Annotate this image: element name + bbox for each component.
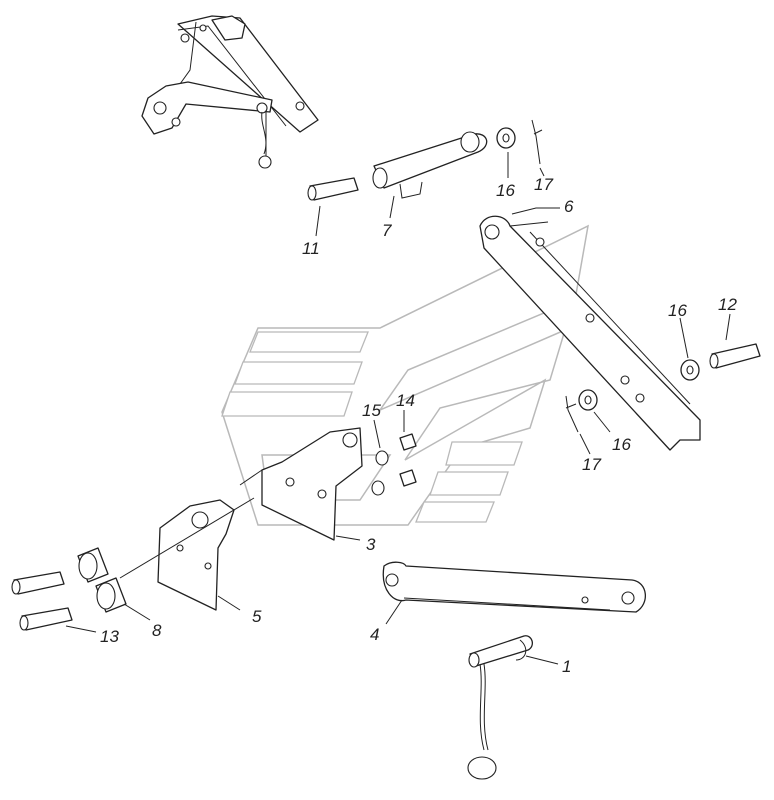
callout-13: 13 — [100, 627, 119, 646]
callout-16-top: 16 — [496, 181, 515, 200]
part-6-frame-bracket — [479, 215, 701, 451]
callout-16-mid: 16 — [612, 435, 631, 454]
callout-1: 1 — [562, 657, 571, 676]
part-4-link — [382, 561, 646, 613]
part-12-pin — [709, 343, 761, 369]
callout-12: 12 — [718, 295, 737, 314]
part-11-pin — [307, 177, 359, 201]
part-15-washers — [371, 450, 389, 496]
part-13-bolts — [11, 571, 73, 631]
callout-3: 3 — [366, 535, 376, 554]
callout-6: 6 — [564, 197, 574, 216]
leader-lines — [65, 152, 731, 665]
callout-17-top: 17 — [534, 175, 553, 194]
callout-labels: 1 3 4 5 6 7 8 11 12 13 14 15 16 16 16 17… — [100, 175, 737, 676]
part-17-cotter-pins — [531, 119, 579, 433]
callout-4: 4 — [370, 625, 379, 644]
assembly-overview — [141, 15, 319, 169]
callout-15: 15 — [362, 401, 381, 420]
callout-8: 8 — [152, 621, 162, 640]
part-7-hinge-block — [372, 131, 488, 199]
part-14-nuts — [399, 433, 417, 487]
callout-16-right: 16 — [668, 301, 687, 320]
callout-14: 14 — [396, 391, 415, 410]
watermark-logo — [221, 224, 589, 526]
part-5-side-plate — [157, 499, 235, 611]
callout-11: 11 — [302, 239, 320, 258]
part-1-pin-with-chain — [467, 635, 534, 780]
callout-7: 7 — [382, 221, 392, 240]
part-16-washers — [496, 127, 700, 411]
callout-17-mid: 17 — [582, 455, 601, 474]
part-8-bushings — [77, 547, 127, 613]
part-3-bracket — [239, 427, 363, 541]
callout-5: 5 — [252, 607, 262, 626]
